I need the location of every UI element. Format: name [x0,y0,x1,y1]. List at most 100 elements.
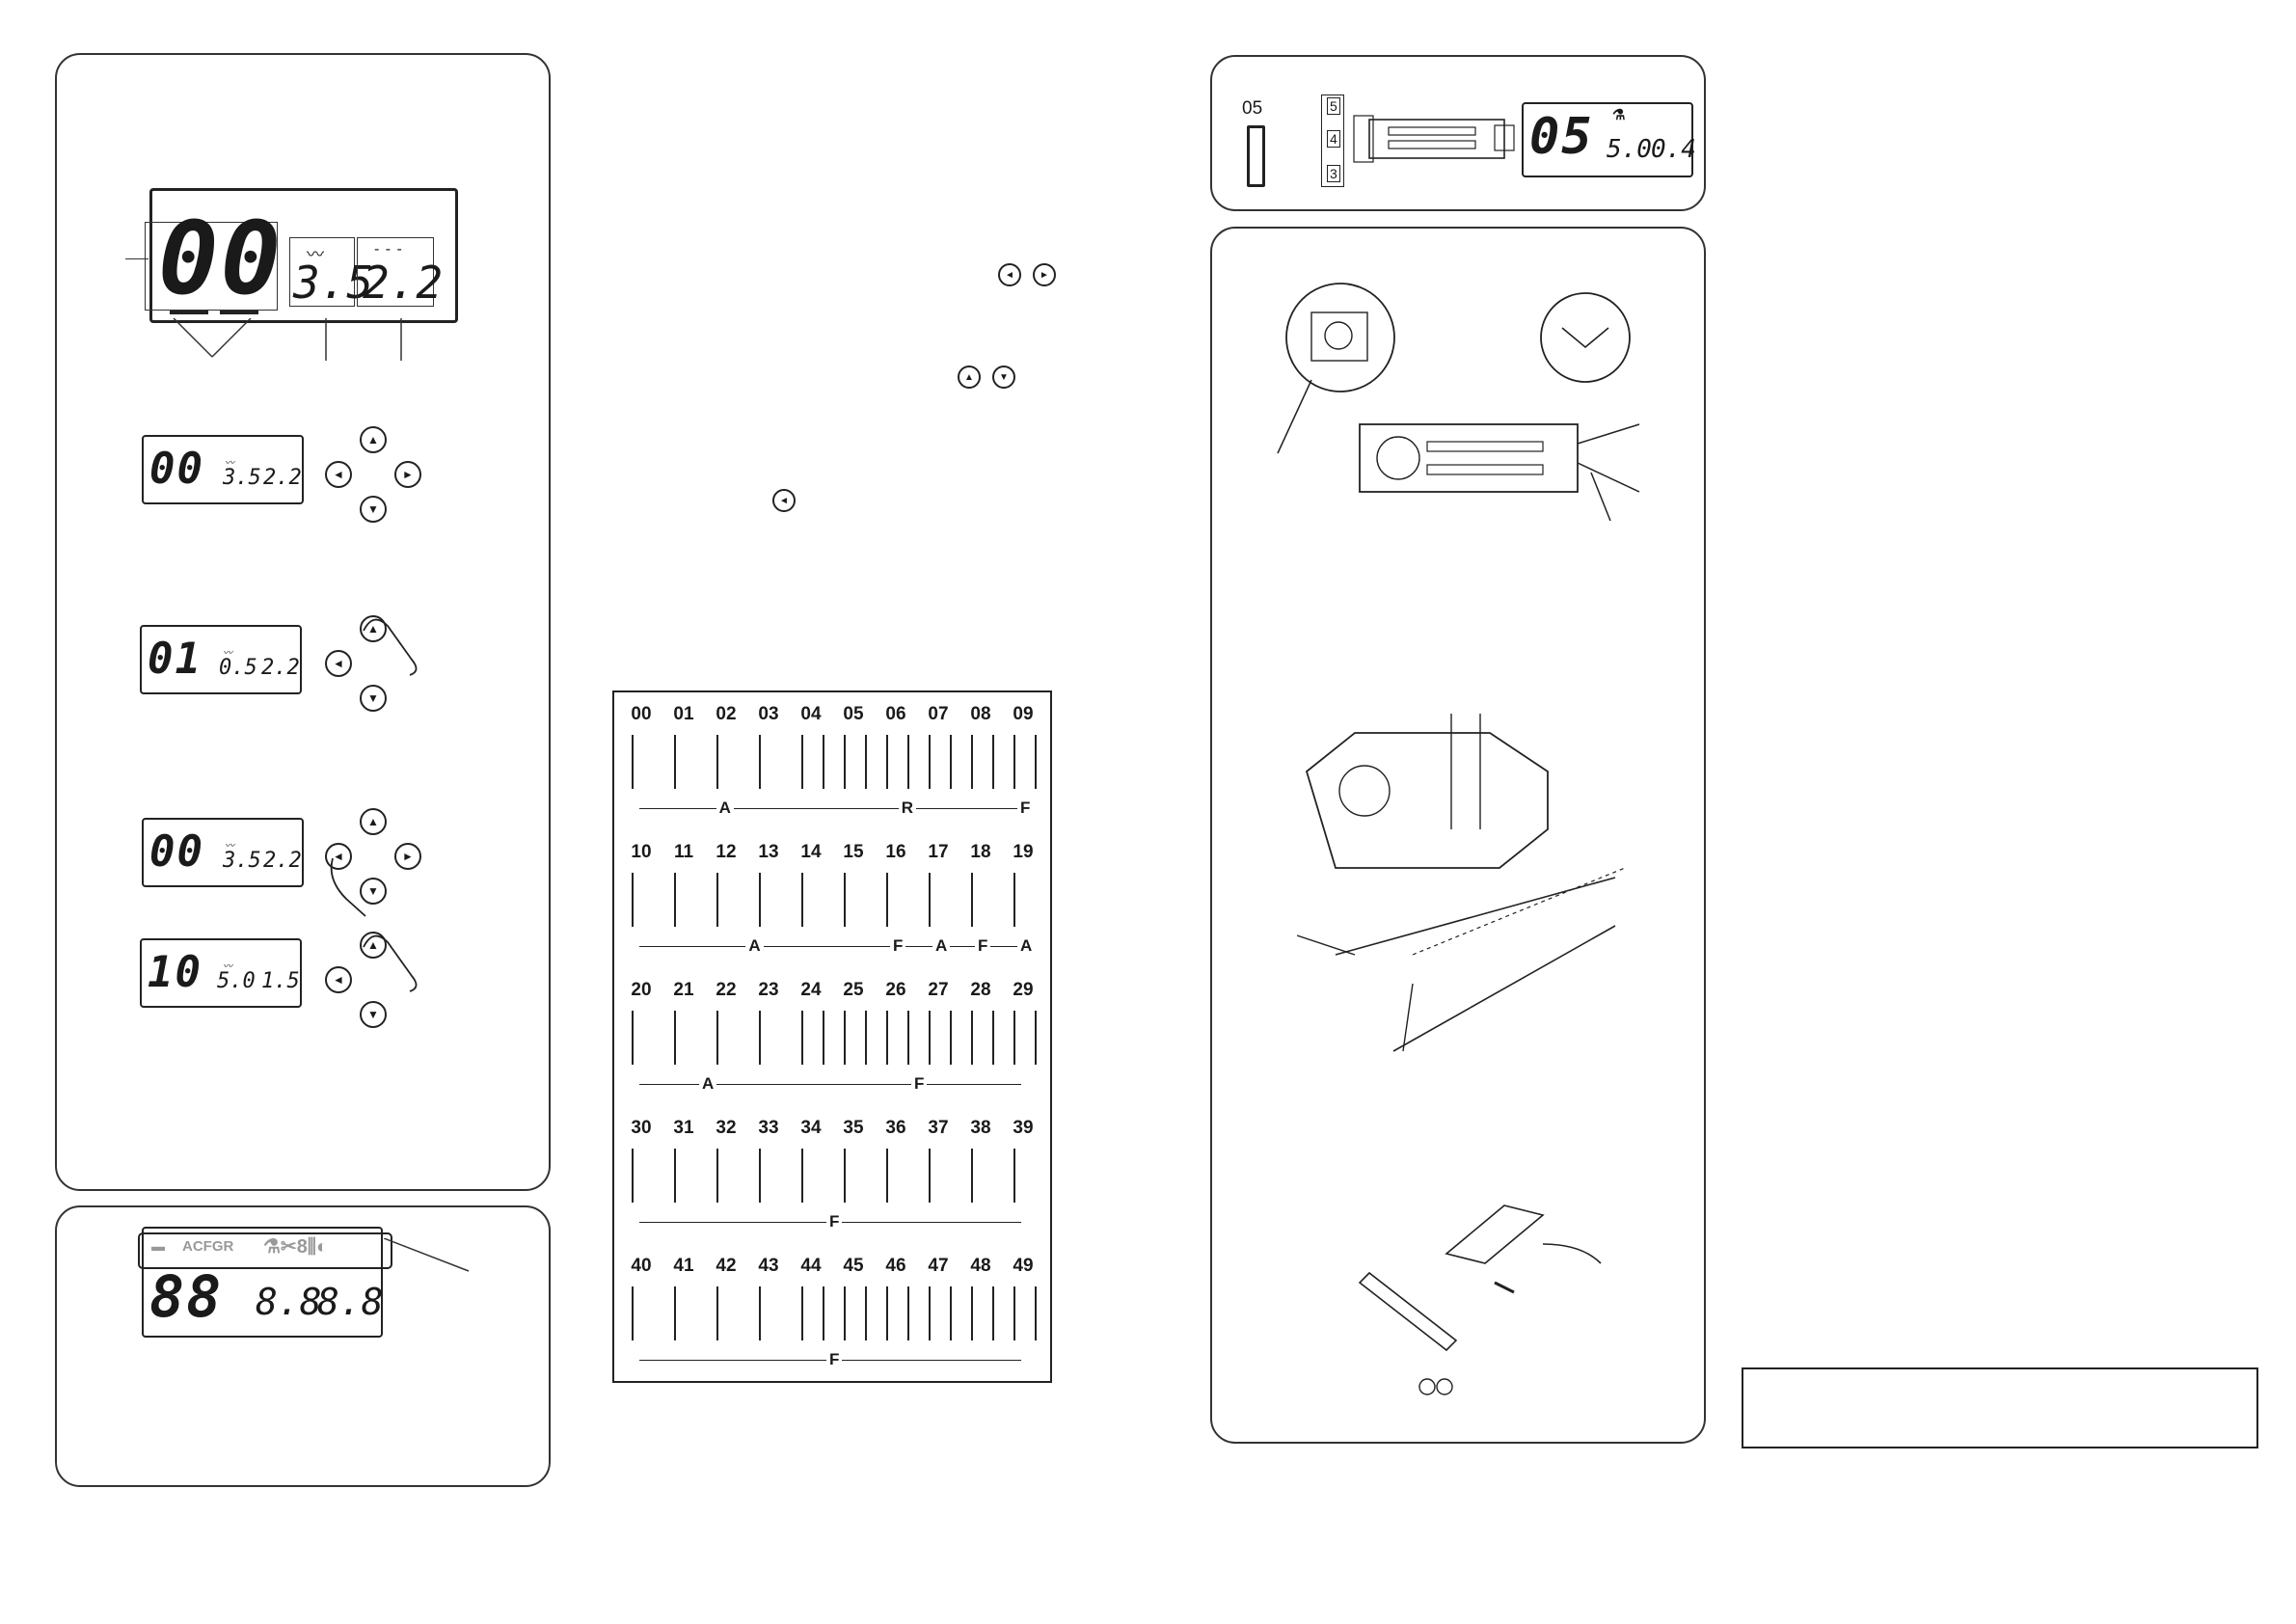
buttonhole-lcd: 05 ⚗ 5.0 0.4 [1522,102,1696,177]
foot-type-label: R [898,798,917,818]
down-arrow-button[interactable]: ▼ [360,496,387,523]
dpad-1: ▲ ◄ ► ▼ [325,426,421,523]
pattern-number: 00 [149,445,204,494]
stitch-pattern-icon [632,1011,653,1065]
stitch-number: 28 [970,980,991,1000]
stitch-number: 47 [928,1256,949,1276]
stitch-number: 00 [631,704,652,724]
stitch-number: 42 [716,1256,737,1276]
stitch-number: 45 [843,1256,864,1276]
pattern-label: 05 [1242,98,1263,119]
stitch-number: 21 [673,980,694,1000]
buttonhole-foot-illustration [1353,115,1515,163]
buttonhole-foot-detail-illustration [1277,283,1640,522]
scale-mark: 5 [1327,97,1340,115]
foot-type-label: A [699,1074,717,1094]
stitch-pattern-icon [1013,1011,1037,1065]
scale-mark: 3 [1327,165,1340,182]
buttonhole-scale: 5 4 3 [1321,95,1344,187]
stitch-pattern-icon [674,1149,695,1203]
stitch-pattern-icon [971,873,992,927]
zigzag-width-icon: 〰 [307,245,324,264]
pattern-number-box [145,222,278,311]
down-arrow-button[interactable]: ▼ [360,1001,387,1028]
stitch-number: 20 [631,980,652,1000]
stitch-number: 31 [673,1118,694,1138]
right-arrow-button[interactable]: ► [394,843,421,870]
stitch-width-value: 0.5 [219,656,257,680]
stitch-number: 15 [843,842,864,862]
left-arrow-button[interactable]: ◄ [325,650,352,677]
foot-type-label: F [975,936,991,956]
pattern-number: 00 [149,827,204,877]
pattern-number: 01 [148,635,203,684]
up-arrow-button[interactable]: ▲ [958,365,981,389]
down-arrow-button[interactable]: ▼ [360,685,387,712]
left-arrow-button[interactable]: ◄ [325,966,352,993]
stitch-pattern-icon [759,1011,780,1065]
stitch-pattern-icon [716,1286,738,1340]
stitch-number: 02 [716,704,737,724]
stitch-number: 26 [885,980,906,1000]
presser-foot-icon: ▬ [151,1238,165,1254]
stitch-length-value: 2.2 [263,466,302,490]
stitch-width-value: 8.8 [256,1281,322,1323]
stitch-number: 49 [1013,1256,1034,1276]
stitch-pattern-icon [759,1286,780,1340]
stitch-pattern-icon [716,735,738,789]
stitch-number: 06 [885,704,906,724]
stitch-length-value: 8.8 [317,1281,384,1323]
stitch-number: 14 [800,842,822,862]
stitch-width-value: 5.0 [217,969,256,993]
stitch-number: 43 [758,1256,779,1276]
pattern-underline [170,311,208,314]
finger-press-icon [330,857,366,917]
pattern-underline [220,311,258,314]
scale-mark: 4 [1327,130,1340,148]
length-box [357,237,434,307]
stitch-pattern-icon [632,873,653,927]
finger-press-icon [363,618,418,676]
left-arrow-button[interactable]: ◄ [772,489,796,512]
stitch-number: 27 [928,980,949,1000]
stitch-pattern-icon [929,735,952,789]
zigzag-width-icon: 〰 [223,648,232,659]
stitch-pattern-icon [674,735,695,789]
stitch-number: 05 [843,704,864,724]
stitch-pattern-icon [844,735,867,789]
foot-type-label: A [745,936,764,956]
stitch-pattern-icon [632,1149,653,1203]
stitch-number: 46 [885,1256,906,1276]
stitch-width-value: 3.5 [223,849,261,873]
width-box [289,237,355,307]
up-arrow-button[interactable]: ▲ [360,426,387,453]
stitch-width-value: 3.5 [223,466,261,490]
stitch-number: 44 [800,1256,822,1276]
stitch-pattern-icon [801,1011,824,1065]
right-arrow-button[interactable]: ► [394,461,421,488]
status-icons: ⚗✂8⫼◐ [263,1236,329,1258]
left-arrow-button[interactable]: ◄ [325,843,352,870]
stitch-pattern-icon [716,873,738,927]
left-arrow-button[interactable]: ◄ [325,461,352,488]
stitch-pattern-icon [801,1286,824,1340]
buttonhole-setting-panel [1210,55,1706,211]
stitch-pattern-icon [971,1011,994,1065]
buttonhole-foot-icon: ⚗ [1612,107,1626,123]
main-lcd-display: 00 〰 3.5 - - - 2.2 [145,188,458,323]
left-arrow-button[interactable]: ◄ [998,263,1021,286]
lcd-step-2: 01 〰 0.5 2.2 [140,625,302,694]
zigzag-width-icon: 〰 [225,458,234,469]
stitch-number: 35 [843,1118,864,1138]
down-arrow-button[interactable]: ▼ [992,365,1015,389]
status-indicator-panel [55,1205,551,1487]
stitch-number: 18 [970,842,991,862]
stitch-width-value: 3.5 [293,257,374,309]
stitch-number: 30 [631,1118,652,1138]
right-arrow-button[interactable]: ► [1033,263,1056,286]
zigzag-width-icon: 〰 [223,961,232,972]
down-arrow-button[interactable]: ▼ [360,878,387,905]
stitch-length-value: 2.2 [263,849,302,873]
up-arrow-button[interactable]: ▲ [360,808,387,835]
group-bracket-line [639,1084,1021,1085]
